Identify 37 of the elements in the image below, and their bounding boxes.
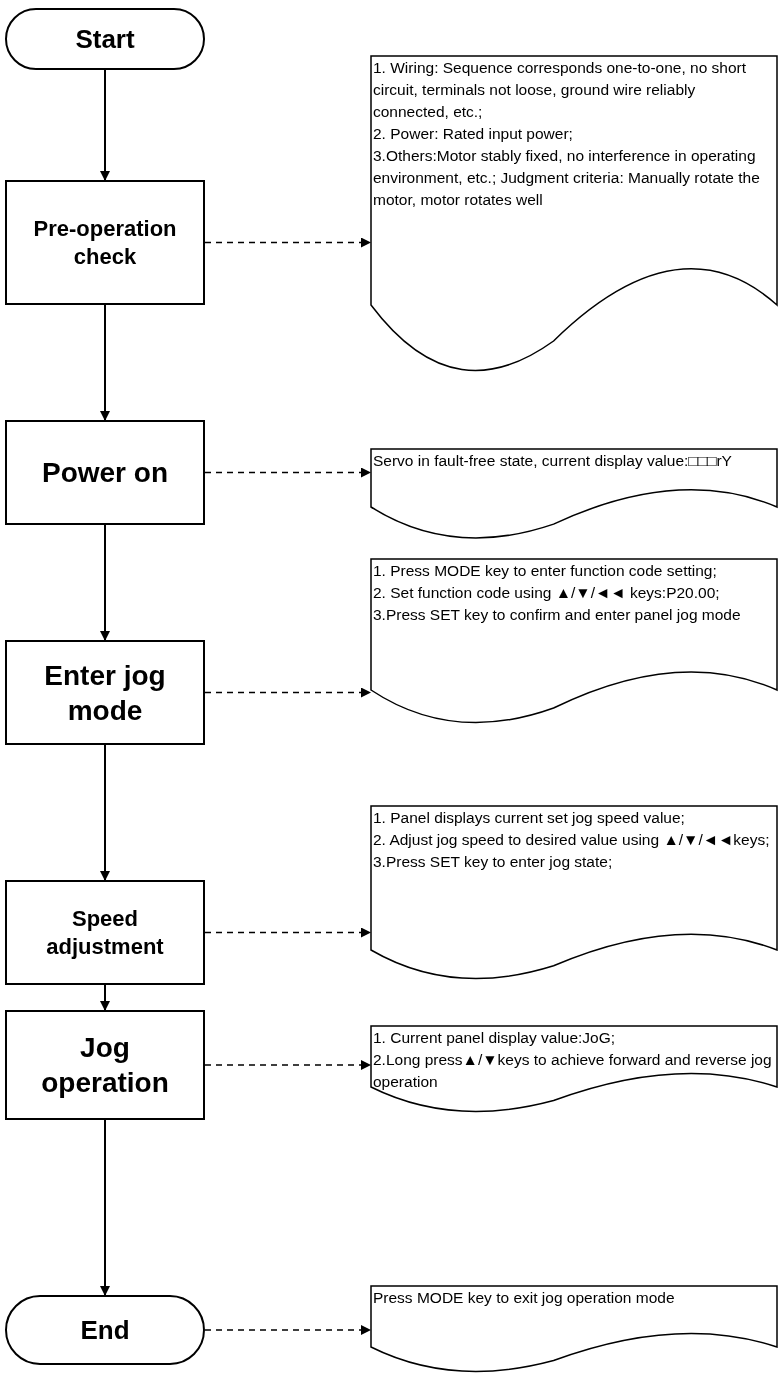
arrow <box>204 1325 371 1335</box>
process-box <box>5 880 205 985</box>
note-text: 2. Set function code using ▲/▼/◄◄ keys:P20.00; <box>373 583 721 603</box>
process-label: Enter jog mode <box>43 658 167 728</box>
arrow <box>100 744 110 881</box>
terminal-label: Start <box>75 22 135 56</box>
note-text: 1. Panel displays current set jog speed value; <box>373 808 686 828</box>
arrow <box>204 687 371 698</box>
note-text: 2. Power: Rated input power; <box>373 124 574 144</box>
process-box <box>5 420 205 525</box>
arrow <box>100 984 110 1011</box>
arrow <box>100 69 110 181</box>
note-text: 3.Others:Motor stably fixed, no interference in operating environment, etc.; Judgment criteria: Manually rotate the motor, motor rotates well <box>373 146 761 210</box>
note-text: 1. Press MODE key to enter function code setting; <box>373 561 718 581</box>
process-box <box>5 180 205 305</box>
note-text: 2. Adjust jog speed to desired value using ▲/▼/◄◄keys; <box>373 830 771 850</box>
arrow <box>100 304 110 421</box>
arrow <box>204 927 371 938</box>
note-text: 3.Press SET key to enter jog state; <box>373 852 614 872</box>
process-label: Speed adjustment <box>45 905 165 960</box>
process-label: Power on <box>42 456 168 490</box>
process-box <box>5 640 205 745</box>
process-label: Pre-operation check <box>32 215 178 270</box>
arrow <box>204 1060 371 1070</box>
note-text: 1. Current panel display value:JoG; <box>373 1028 617 1048</box>
terminal-label: End <box>80 1313 130 1347</box>
arrow <box>100 524 110 641</box>
arrow <box>204 237 371 248</box>
arrow <box>204 467 371 478</box>
note-text: 3.Press SET key to confirm and enter panel jog mode <box>373 605 742 625</box>
note-text: Press MODE key to exit jog operation mode <box>373 1288 676 1308</box>
note-text: 2.Long press▲/▼keys to achieve forward and reverse jog operation <box>373 1050 773 1092</box>
note-text: 1. Wiring: Sequence corresponds one-to-one, no short circuit, terminals not loose, ground wire reliably connected, etc.; <box>373 58 748 122</box>
process-label: Jog operation <box>40 1031 170 1100</box>
process-box <box>5 1010 205 1120</box>
arrow <box>100 1119 110 1296</box>
note-text: Servo in fault-free state, current display value:□□□rY <box>373 451 733 471</box>
